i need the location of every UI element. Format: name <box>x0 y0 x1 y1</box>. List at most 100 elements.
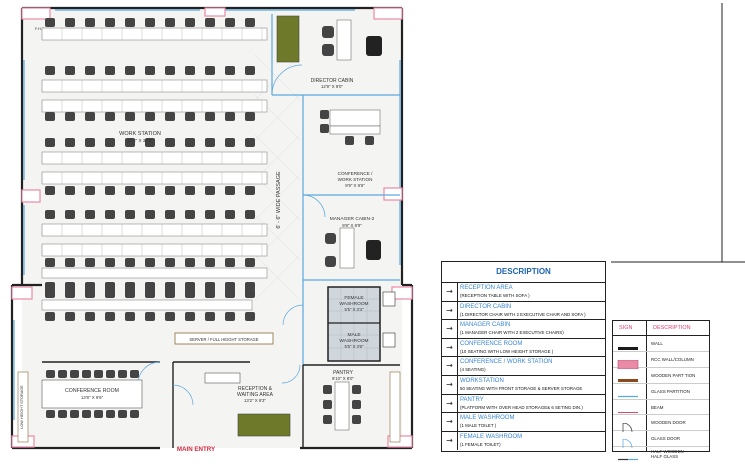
description-row: →RECEPTION AREA(RECEPTION TABLE WITH SOF… <box>442 283 605 302</box>
workstation-chair <box>145 282 155 291</box>
workstation-chair <box>225 282 235 291</box>
pantry: PANTRY 9'10" X 8'0" <box>323 370 401 443</box>
workstation-chair <box>185 210 195 219</box>
conference-table <box>41 379 143 409</box>
conference-chair <box>46 410 55 418</box>
description-row: →DIRECTOR CABIN(1 DIRECTOR CHAIR WITH 2 … <box>442 301 605 321</box>
conference-chair <box>94 370 103 378</box>
arrow-icon: → <box>442 431 458 451</box>
workstation-chair <box>125 289 135 298</box>
female-washroom-label: FEMALE <box>344 295 363 301</box>
reception-label-2: WAITING AREA <box>237 392 274 398</box>
workstation-chair <box>165 66 175 75</box>
legend-row: RCC WALL/COLUMN <box>613 352 709 370</box>
description-item-name: CONFERENCE ROOM <box>460 340 523 347</box>
legend-label: WOODEN PART TION <box>651 372 696 378</box>
male-washroom-label: MALE <box>347 332 360 338</box>
manager-cabin-size: 9'9" X 8'9" <box>342 223 362 228</box>
workstation-chair <box>45 258 55 267</box>
window-glass <box>13 9 401 420</box>
dining-table <box>334 381 350 431</box>
conference-chair <box>70 370 79 378</box>
conference-chair <box>118 370 127 378</box>
description-title: DESCRIPTION <box>442 262 605 283</box>
workstation-chair <box>225 210 235 219</box>
workstation-desk-row <box>41 79 268 93</box>
workstation-chair <box>205 282 215 291</box>
conference-room-size: 13'8" X 9'6" <box>81 395 104 400</box>
low-storage-label: LOW HEIGHT STORAGE <box>20 385 24 429</box>
workstation-chair <box>245 138 255 147</box>
description-item-detail: 50 SEATING WITH FRONT STORAGE & SERVER S… <box>460 385 583 391</box>
legend-row: BEAM <box>613 400 709 416</box>
male-washroom-size: 5'5" X 3'6" <box>344 344 364 349</box>
pantry-label: PANTRY <box>333 370 353 376</box>
workstation-chair <box>45 138 55 147</box>
workstation-chair <box>185 312 195 321</box>
workstation-chair <box>105 210 115 219</box>
description-row: →FEMALE WASHROOM(1 FEMALE TOILET) <box>442 431 605 451</box>
workstation-chair <box>85 282 95 291</box>
legend-desc-header: DESCRIPTION <box>653 325 691 331</box>
legend-label: WOODEN DOOR <box>651 420 686 426</box>
director-chair <box>366 36 382 56</box>
legend-label-line: HALF WOODEN <box>651 449 684 455</box>
legend-label: WALL <box>651 341 663 346</box>
workstation-chair <box>185 138 195 147</box>
workstation-chair <box>165 210 175 219</box>
workstation-chair <box>85 138 95 147</box>
sofa <box>237 413 291 437</box>
workstation-chair <box>245 258 255 267</box>
workstation-chair <box>225 258 235 267</box>
workstation-chair <box>145 258 155 267</box>
legend-label-line: HALF GLASS <box>651 454 679 460</box>
description-item-name: RECEPTION AREA <box>460 285 513 291</box>
description-item-name: PANTRY <box>460 396 484 403</box>
workstation-chair <box>165 282 175 291</box>
workstation-chair <box>205 289 215 298</box>
half-wooden-half-glass-icon <box>617 451 639 461</box>
conference-chair <box>70 410 79 418</box>
workstation-chair <box>105 282 115 291</box>
legend-row: WOODEN PART TION <box>613 368 709 384</box>
male-washroom-label-2: WASHROOM <box>339 338 368 344</box>
workstation-desk-row <box>41 27 268 41</box>
manager-cabin-label: MANAGER CABIN-2 <box>330 216 375 222</box>
conference-chair <box>82 410 91 418</box>
legend-row: GLASS PARTITION <box>613 384 709 400</box>
workstation-chair <box>225 18 235 27</box>
workstation-chair <box>205 312 215 321</box>
manager-cabin: MANAGER CABIN-2 9'9" X 8'9" <box>303 216 400 281</box>
conference-chair <box>82 370 91 378</box>
workstation-chair <box>185 186 195 195</box>
female-washroom-label-2: WASHROOM <box>339 301 368 307</box>
workstation-chair <box>165 112 175 121</box>
workstation-chair <box>65 138 75 147</box>
workstation-chair <box>165 18 175 27</box>
description-item-detail: (1 DIRECTOR CHAIR WITH 2 EXECUTIVE CHAIR… <box>460 311 586 317</box>
conference-workstation: CONFERENCE / WORK STATION 9'9" X 9'6" <box>303 109 400 196</box>
workstation-chair <box>85 289 95 298</box>
arrow-icon: → <box>442 357 458 375</box>
workstation-chair <box>105 66 115 75</box>
conference-chair <box>46 370 55 378</box>
arrow-icon: → <box>442 375 458 394</box>
workstation-chair <box>145 66 155 75</box>
description-table: DESCRIPTION →RECEPTION AREA(RECEPTION TA… <box>441 261 606 452</box>
workstation-chair <box>45 186 55 195</box>
workstation-chair <box>185 66 195 75</box>
workstation-chair <box>245 289 255 298</box>
wooden-partition-icon <box>617 372 639 382</box>
workstation-size: 22'2" X 34'8" <box>127 138 153 143</box>
workstation-chair <box>245 282 255 291</box>
arrow-icon: → <box>442 394 458 413</box>
reception-area: RECEPTION & WAITING AREA 13'2" X 9'3" <box>204 372 291 437</box>
workstation-chair <box>45 210 55 219</box>
beam-icon <box>617 404 639 413</box>
workstation-chair <box>145 112 155 121</box>
conference-room-label: CONFERENCE ROOM <box>65 388 119 394</box>
workstation-chair <box>245 112 255 121</box>
description-item-name: DIRECTOR CABIN <box>460 303 512 310</box>
